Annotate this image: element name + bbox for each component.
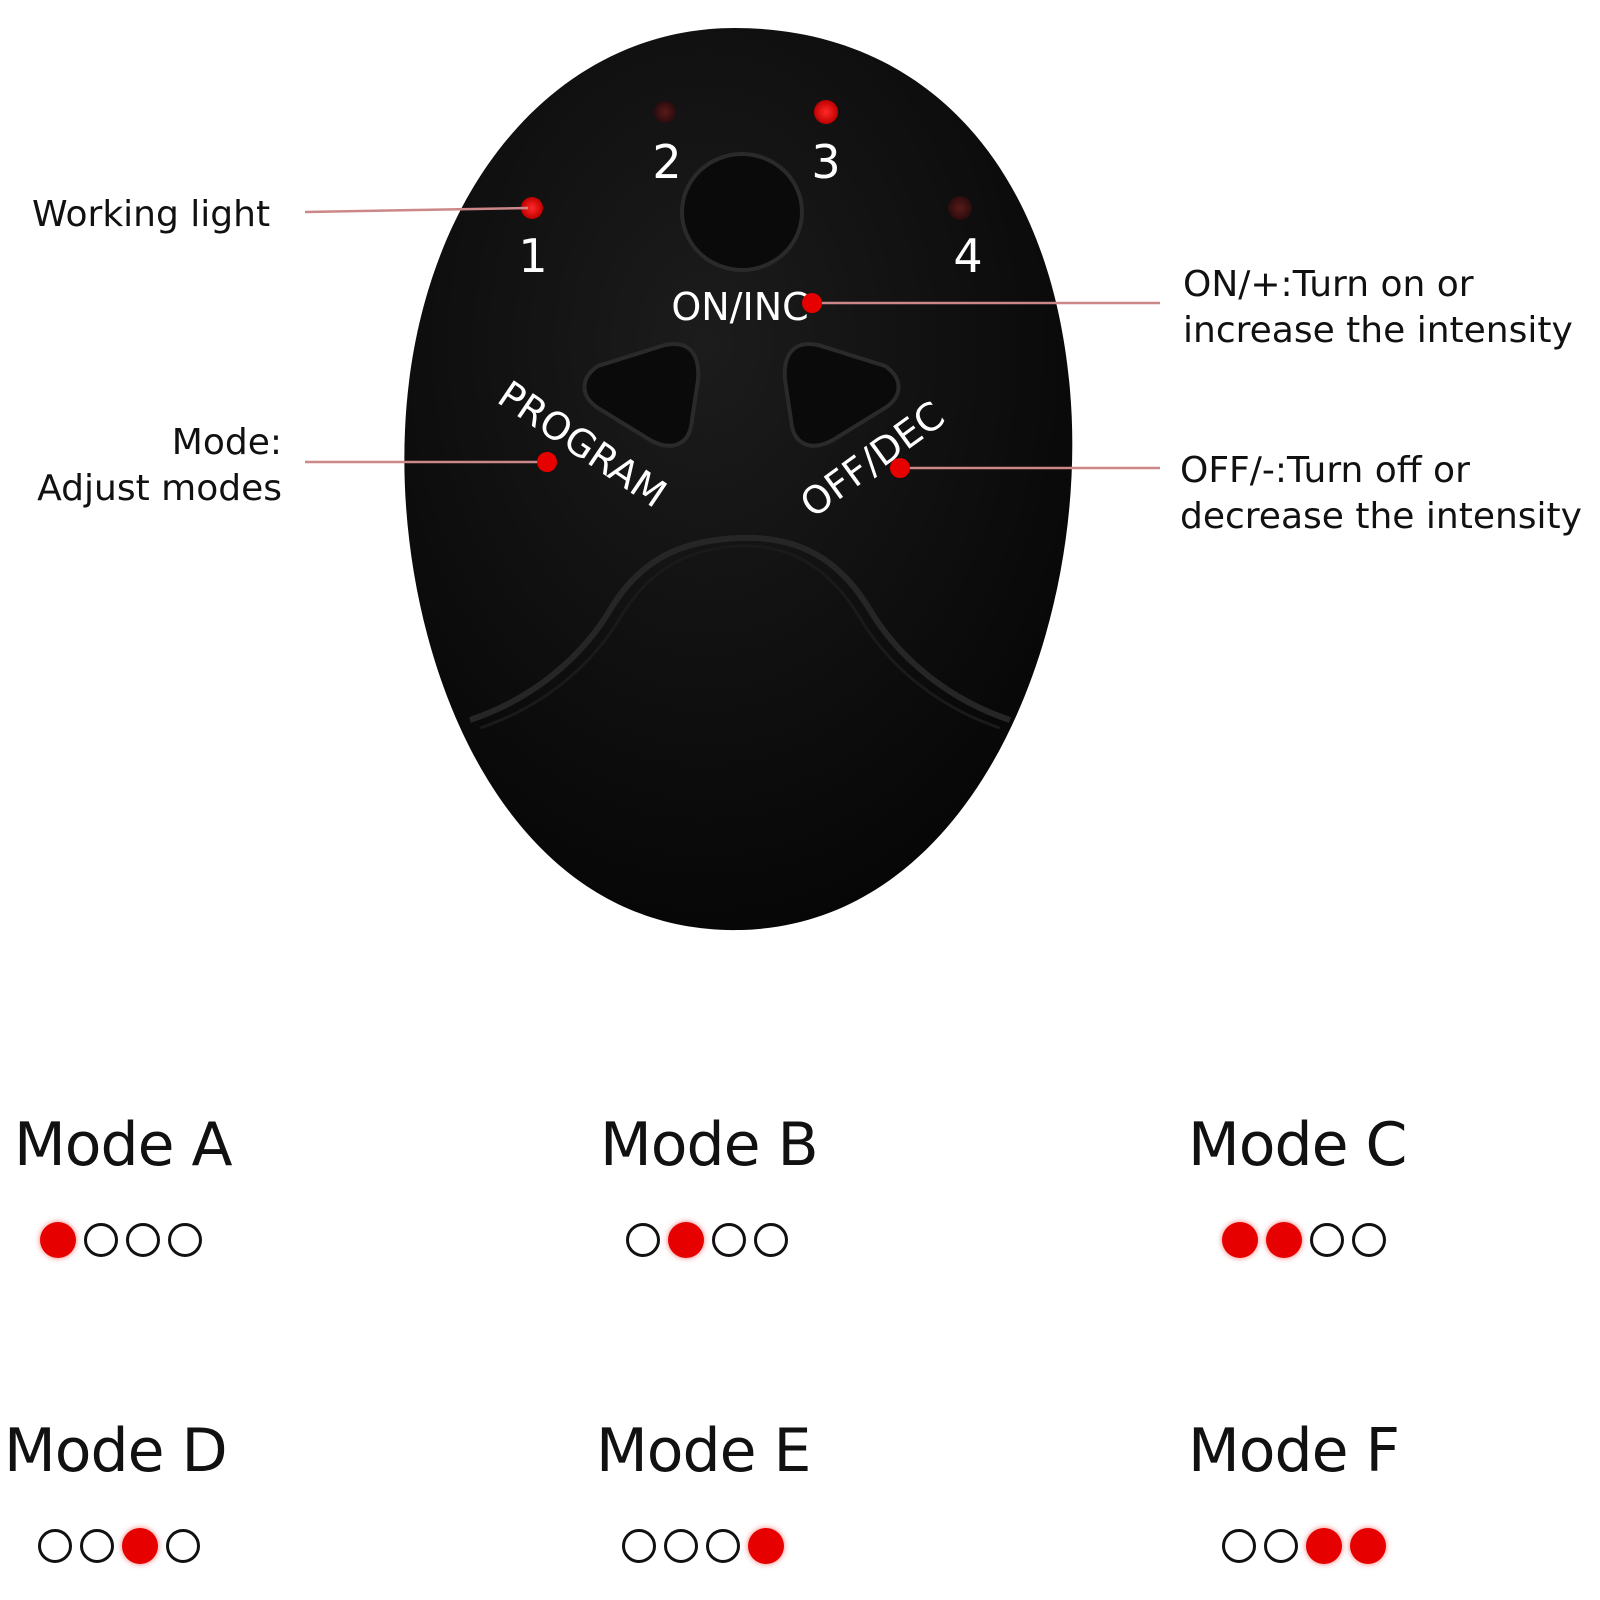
mode-light-off (626, 1223, 660, 1257)
led-number-4: 4 (953, 229, 982, 283)
mode-light-off (84, 1223, 118, 1257)
mode-light-off (80, 1529, 114, 1563)
callout-off-line1: OFF/-:Turn off or (1180, 450, 1470, 491)
working-light-led-2 (654, 101, 676, 123)
mode-light-off (166, 1529, 200, 1563)
mode-light-on (668, 1222, 704, 1258)
working-light-led-1 (521, 197, 543, 219)
mode-lights (1222, 1222, 1508, 1258)
callout-off-line2: decrease the intensity (1180, 496, 1582, 537)
callout-working-light-text: Working light (32, 194, 271, 235)
on-inc-label: ON/INC (671, 285, 808, 329)
device-illustration: 1 2 3 4 ON/INC PROGRAM OFF/DEC (304, 28, 1160, 931)
led-number-1: 1 (518, 229, 547, 283)
mode-title: Mode D (4, 1416, 228, 1486)
mode-light-off (168, 1223, 202, 1257)
mode-a: Mode A (14, 1110, 334, 1258)
device-body (404, 28, 1073, 931)
mode-light-on (122, 1528, 158, 1564)
mode-light-off (1310, 1223, 1344, 1257)
callout-mode: Mode: Adjust modes (20, 420, 282, 512)
mode-lights (626, 1222, 920, 1258)
mode-b: Mode B (600, 1110, 920, 1258)
mode-light-off (754, 1223, 788, 1257)
mode-title: Mode A (14, 1110, 233, 1180)
mode-light-on (1266, 1222, 1302, 1258)
mode-f: Mode F (1188, 1416, 1508, 1564)
mode-title: Mode B (600, 1110, 819, 1180)
mode-light-on (748, 1528, 784, 1564)
mode-lights (40, 1222, 334, 1258)
mode-light-off (664, 1529, 698, 1563)
mode-light-off (38, 1529, 72, 1563)
mode-lights (622, 1528, 916, 1564)
leader-working-light (304, 206, 529, 214)
callout-off: OFF/-:Turn off or decrease the intensity (1180, 448, 1582, 540)
mode-e: Mode E (596, 1416, 916, 1564)
mode-light-off (1222, 1529, 1256, 1563)
mode-light-off (622, 1529, 656, 1563)
mode-light-off (1352, 1223, 1386, 1257)
mode-light-on (1306, 1528, 1342, 1564)
callout-mode-line1: Mode: (171, 422, 282, 463)
working-light-led-3 (814, 100, 838, 124)
mode-d: Mode D (4, 1416, 324, 1564)
callout-on-line1: ON/+:Turn on or (1183, 264, 1474, 305)
mode-light-on (40, 1222, 76, 1258)
device-lower-highlight (479, 544, 1001, 730)
callout-on-line2: increase the intensity (1183, 310, 1573, 351)
mode-light-on (1350, 1528, 1386, 1564)
program-indicator-dot (537, 452, 557, 472)
mode-title: Mode E (596, 1416, 811, 1486)
mode-title: Mode F (1188, 1416, 1400, 1486)
led-number-3: 3 (811, 135, 840, 189)
off-dec-button[interactable] (782, 342, 901, 448)
mode-light-off (126, 1223, 160, 1257)
led-number-2: 2 (652, 135, 681, 189)
program-button[interactable] (582, 342, 701, 448)
on-inc-button[interactable] (680, 152, 804, 272)
off-dec-indicator-dot (890, 458, 910, 478)
callout-mode-line2: Adjust modes (37, 468, 282, 509)
mode-light-on (1222, 1222, 1258, 1258)
mode-light-off (1264, 1529, 1298, 1563)
mode-lights (38, 1528, 324, 1564)
mode-c: Mode C (1188, 1110, 1508, 1258)
callout-on: ON/+:Turn on or increase the intensity (1183, 262, 1573, 354)
on-inc-indicator-dot (802, 293, 822, 313)
working-light-led-4 (948, 196, 972, 220)
mode-light-off (712, 1223, 746, 1257)
mode-lights (1222, 1528, 1508, 1564)
mode-title: Mode C (1188, 1110, 1407, 1180)
device-lower-panel (469, 534, 1011, 723)
mode-light-off (706, 1529, 740, 1563)
callout-working-light: Working light (32, 192, 270, 238)
